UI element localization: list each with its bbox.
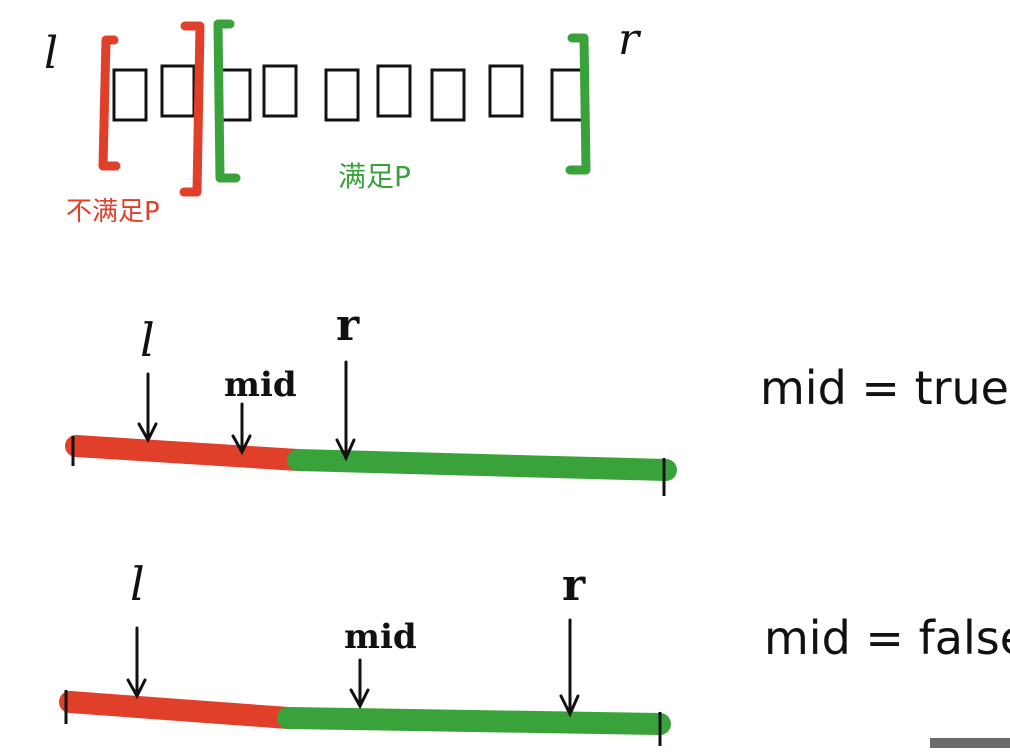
green-bracket-left bbox=[213, 19, 241, 183]
false-r-arrow bbox=[559, 618, 580, 718]
satisfy-label: 满足P bbox=[338, 160, 411, 193]
false-result-text: mid = false bbox=[764, 611, 1010, 665]
false-red-segment bbox=[59, 691, 299, 729]
true-r-arrow bbox=[335, 360, 356, 462]
false-green-segment bbox=[277, 707, 671, 735]
true-mid-arrow bbox=[231, 402, 252, 456]
array-box bbox=[488, 64, 524, 118]
true-result-text: mid = true bbox=[760, 361, 1009, 415]
false-r-label: r bbox=[562, 560, 586, 611]
false-mid-label: mid bbox=[344, 617, 417, 657]
true-r-label: r bbox=[336, 300, 360, 351]
array-box bbox=[324, 68, 360, 122]
green-bracket-right bbox=[565, 33, 591, 175]
top-r-label: r bbox=[618, 14, 642, 65]
red-bracket-left bbox=[98, 35, 121, 171]
top-section: l r 不满足P 满足P bbox=[44, 14, 642, 227]
false-l-label: l bbox=[130, 557, 145, 611]
array-box bbox=[430, 68, 466, 122]
case-false: l mid r mid = false bbox=[59, 557, 1010, 746]
not-satisfy-label: 不满足P bbox=[66, 197, 160, 227]
true-green-segment bbox=[287, 449, 677, 481]
false-mid-arrow bbox=[349, 658, 370, 710]
array-boxes bbox=[112, 64, 586, 122]
case-true: l mid r mid = true bbox=[65, 300, 1009, 496]
top-l-label: l bbox=[44, 28, 58, 79]
satisfy-bracket bbox=[213, 19, 591, 183]
true-mid-label: mid bbox=[224, 365, 297, 405]
array-box bbox=[550, 68, 586, 122]
not-satisfy-bracket bbox=[98, 21, 205, 197]
false-l-arrow bbox=[126, 626, 147, 700]
corner-scroll-bar bbox=[930, 738, 1010, 748]
array-box bbox=[160, 64, 196, 118]
array-box bbox=[112, 68, 148, 122]
array-box bbox=[262, 64, 298, 118]
true-red-segment bbox=[65, 435, 309, 471]
red-bracket-right bbox=[179, 21, 205, 197]
array-box bbox=[376, 64, 412, 118]
true-l-label: l bbox=[140, 313, 155, 367]
true-l-arrow bbox=[137, 372, 158, 444]
